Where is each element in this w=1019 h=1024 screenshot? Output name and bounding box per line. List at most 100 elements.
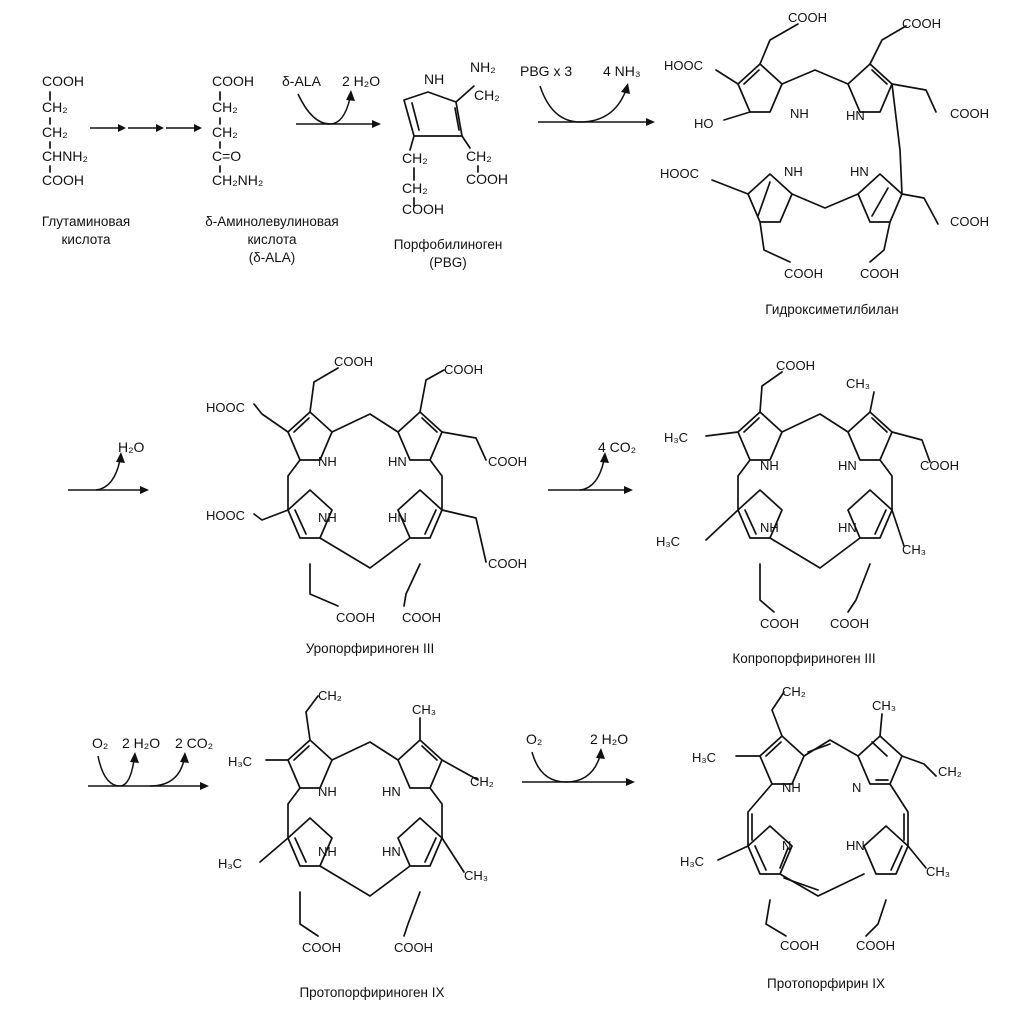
- glu-name-line2: кислота: [62, 232, 111, 247]
- hmb-cooh-b: COOH: [902, 16, 941, 31]
- uro-cooh-d: COOH: [488, 556, 527, 571]
- copro-cooh-c: COOH: [760, 616, 799, 631]
- hmb-nh-b: NH: [784, 164, 803, 179]
- pbg-name-line2: (PBG): [429, 255, 467, 270]
- uro-hn-b: HN: [388, 510, 407, 525]
- protogen-cooh-b: COOH: [394, 940, 433, 955]
- copro-cooh-a: COOH: [776, 358, 815, 373]
- hmb-cooh-f: COOH: [860, 266, 899, 281]
- protogen-hn-a: HN: [382, 784, 401, 799]
- pbg-nh: NH: [424, 71, 444, 87]
- step4-output: 4 CO₂: [598, 439, 636, 455]
- ala-line5: CH₂NH₂: [212, 172, 263, 188]
- pbg-nh2: NH₂: [470, 59, 496, 75]
- pbg-name-line1: Порфобилиноген: [394, 237, 503, 252]
- proto-cooh-b: COOH: [856, 938, 895, 953]
- pbg-ch2-d: CH₂: [466, 148, 492, 164]
- uro-cooh-b: COOH: [444, 362, 483, 377]
- step6-output: 2 H₂O: [590, 731, 628, 747]
- porphobilinogen: NH NH₂ CH₂ CH₂ CH₂ COOH CH₂ COOH Порфоби…: [394, 59, 508, 270]
- protogen-nh-a: NH: [318, 784, 337, 799]
- reaction-arrow-pbg-synthase: δ-ALA 2 H₂O: [282, 73, 381, 128]
- reaction-arrow-protogen-oxidase: O₂ 2 H₂O: [522, 731, 635, 786]
- step1-output: 2 H₂O: [342, 73, 380, 89]
- pbg-ch2-a: CH₂: [474, 87, 500, 103]
- proto-h3c-a: H₃C: [692, 750, 716, 765]
- proto-vinyl-b: CH₂: [938, 764, 962, 779]
- proto-hn: HN: [846, 838, 865, 853]
- proto-n-a: N: [852, 780, 861, 795]
- copro-nh-a: NH: [760, 458, 779, 473]
- uro-hooc-b: HOOC: [206, 508, 245, 523]
- reaction-arrow-uro-decarboxylase: 4 CO₂: [548, 439, 636, 494]
- protogen-h3c-b: H₃C: [218, 856, 242, 871]
- pbg-ch2-c: CH₂: [402, 180, 428, 196]
- step5-input: O₂: [92, 735, 108, 751]
- step6-input: O₂: [526, 731, 542, 747]
- copro-ch3-a: CH₃: [846, 376, 870, 391]
- hmb-cooh-e: COOH: [784, 266, 823, 281]
- ala-line4: C=O: [212, 148, 241, 164]
- copro-h3c-b: H₃C: [656, 534, 680, 549]
- glu-line5: COOH: [42, 172, 84, 188]
- copro-ch3-b: CH₃: [902, 542, 926, 557]
- copro-hn-a: HN: [838, 458, 857, 473]
- uro-hn-a: HN: [388, 454, 407, 469]
- ala-line3: CH₂: [212, 124, 238, 140]
- protogen-ch3-a: CH₃: [412, 702, 436, 717]
- pbg-cooh-1: COOH: [402, 201, 444, 217]
- ala-line2: CH₂: [212, 99, 238, 115]
- hydroxymethylbilane: COOH HOOC HO NH COOH COOH HN HOOC NH HN …: [660, 10, 989, 317]
- proto-n-b: N: [782, 838, 791, 853]
- protoporphyrinogen-ix: NH HN NH HN CH₂ H₃C CH₃ CH₂ H₃C CH₃ COOH…: [218, 688, 494, 1000]
- copro-cooh-b: COOH: [920, 458, 959, 473]
- uroporphyrinogen-iii: NH HN NH HN COOH HOOC COOH COOH HOOC COO…: [206, 354, 527, 656]
- protogen-vinyl-a: CH₂: [318, 688, 342, 703]
- coproporphyrinogen-iii: NH HN NH HN COOH H₃C CH₃ COOH H₃C CH₃ CO…: [656, 358, 959, 666]
- proto-vinyl-a: CH₂: [782, 684, 806, 699]
- hmb-nh-a: NH: [790, 106, 809, 121]
- glu-name-line1: Глутаминовая: [42, 214, 130, 229]
- protogen-ch3-b: CH₃: [464, 868, 488, 883]
- multi-step-arrows: [90, 124, 202, 132]
- glu-line3: CH₂: [42, 124, 68, 140]
- reaction-arrow-copro-oxidase: O₂ 2 H₂O 2 CO₂: [88, 735, 213, 790]
- hmb-cooh-c: COOH: [950, 106, 989, 121]
- ala-name-line3: (δ-ALA): [249, 250, 296, 265]
- protogen-vinyl-b: CH₂: [470, 774, 494, 789]
- protogen-nh-b: NH: [318, 844, 337, 859]
- uro-nh-b: NH: [318, 510, 337, 525]
- uro-cooh-e: COOH: [336, 610, 375, 625]
- reaction-arrow-uro-synthase: H₂O: [68, 439, 149, 494]
- proto-name: Протопорфирин IX: [767, 976, 885, 991]
- step5-output-2: 2 CO₂: [175, 735, 213, 751]
- copro-nh-b: NH: [760, 520, 779, 535]
- uro-hooc-a: HOOC: [206, 400, 245, 415]
- proto-ch3-a: CH₃: [872, 698, 896, 713]
- glutamic-acid: COOH CH₂ CH₂ CHNH₂ COOH Глутаминовая кис…: [42, 73, 130, 247]
- protogen-cooh-a: COOH: [302, 940, 341, 955]
- pbg-cooh-2: COOH: [466, 171, 508, 187]
- ala-line1: COOH: [212, 73, 254, 89]
- pbg-ch2-b: CH₂: [402, 150, 428, 166]
- reaction-arrow-pbg-deaminase: PBG x 3 4 NH₃: [520, 63, 655, 126]
- hmb-name: Гидроксиметилбилан: [765, 302, 898, 317]
- glu-line4: CHNH₂: [42, 148, 88, 164]
- protogen-hn-b: HN: [382, 844, 401, 859]
- proto-ch3-b: CH₃: [926, 864, 950, 879]
- uro-cooh-a: COOH: [334, 354, 373, 369]
- proto-nh: NH: [782, 780, 801, 795]
- hmb-hn-a: HN: [846, 108, 865, 123]
- copro-name: Копропорфириноген III: [732, 651, 875, 666]
- aminolevulinic-acid: COOH CH₂ CH₂ C=O CH₂NH₂ δ-Аминолевулинов…: [205, 73, 338, 265]
- glu-line1: COOH: [42, 73, 84, 89]
- step3-output: H₂O: [118, 439, 145, 455]
- copro-h3c-a: H₃C: [664, 430, 688, 445]
- step2-output: 4 NH₃: [603, 63, 641, 79]
- uro-name: Уропорфириноген III: [306, 641, 435, 656]
- step5-output-1: 2 H₂O: [122, 735, 160, 751]
- hmb-ho: HO: [694, 116, 714, 131]
- protoporphyrin-ix: NH N N HN CH₂ H₃C CH₃ CH₂ H₃C CH₃ COOH C…: [680, 684, 962, 991]
- uro-cooh-f: COOH: [402, 610, 441, 625]
- glu-line2: CH₂: [42, 99, 68, 115]
